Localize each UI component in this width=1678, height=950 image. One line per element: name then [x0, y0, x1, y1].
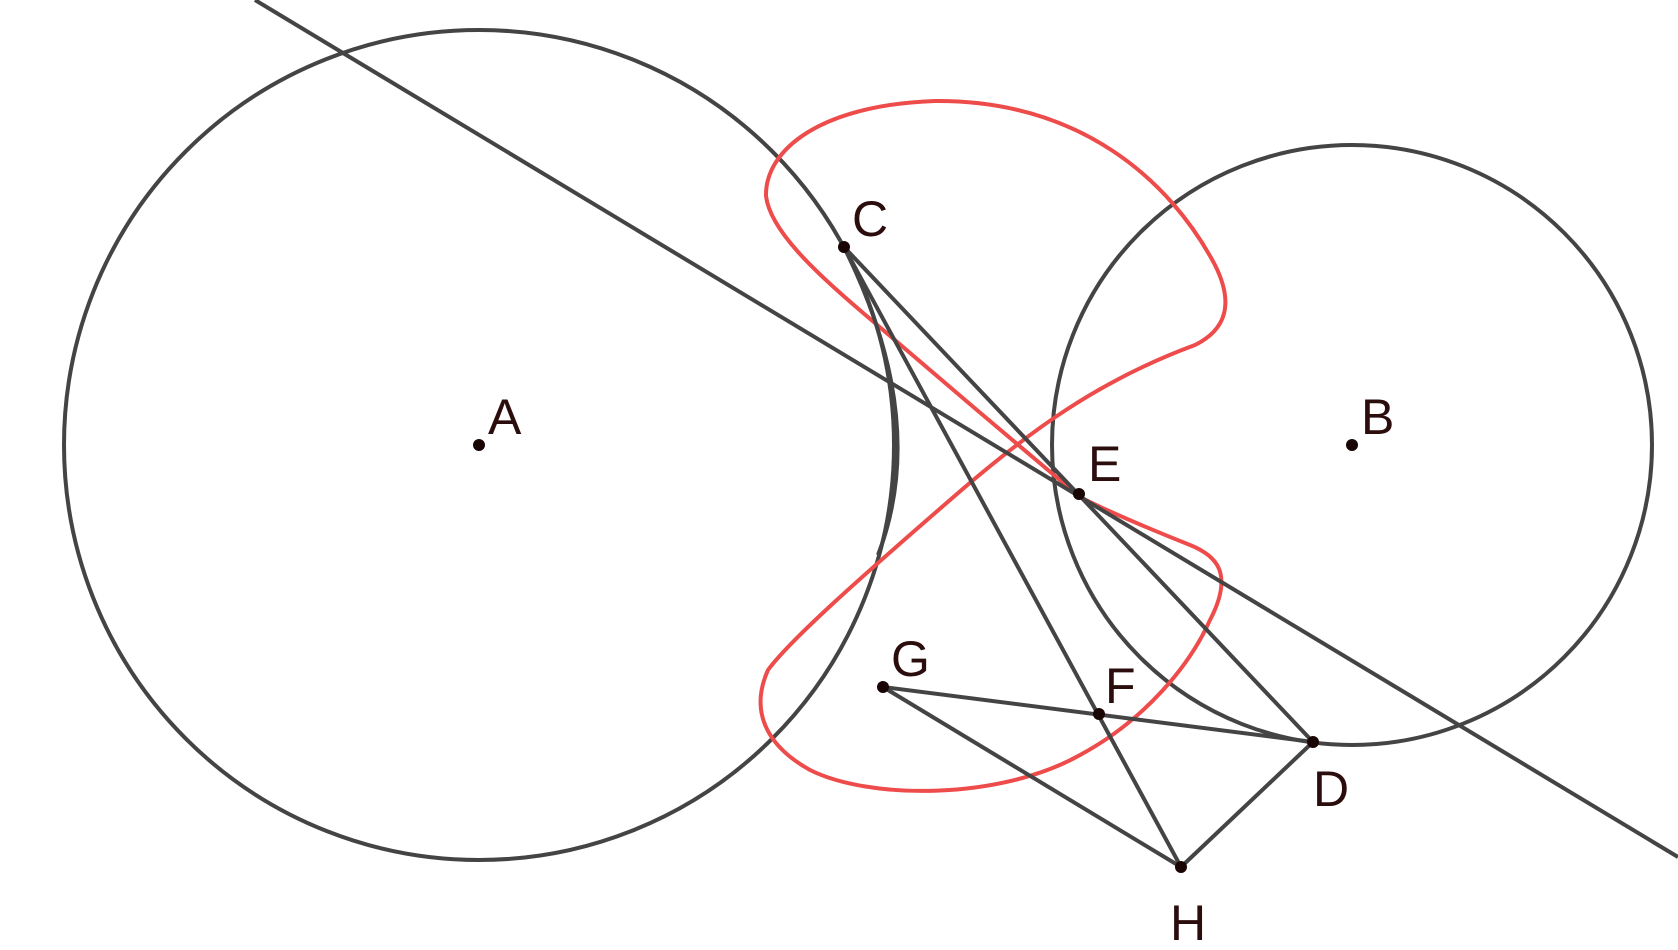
segment-h-d: [1179, 740, 1315, 869]
point-c[interactable]: [838, 241, 850, 253]
label-e: E: [1088, 436, 1121, 492]
label-a: A: [488, 389, 522, 445]
label-h: H: [1170, 895, 1206, 950]
point-g[interactable]: [877, 681, 889, 693]
point-h[interactable]: [1175, 861, 1187, 873]
red-curve: [758, 98, 1228, 793]
circle-b: [1050, 143, 1654, 747]
circle-a: [62, 28, 896, 862]
point-b[interactable]: [1346, 439, 1358, 451]
label-d: D: [1313, 761, 1349, 817]
label-b: B: [1361, 389, 1394, 445]
arc-c-inner: [842, 246, 900, 556]
label-g: G: [891, 631, 930, 687]
label-c: C: [852, 191, 888, 247]
segment-c-h: [842, 246, 1183, 868]
segment-g-h: [881, 685, 1183, 869]
label-f: F: [1105, 658, 1136, 714]
point-e[interactable]: [1073, 488, 1085, 500]
point-d[interactable]: [1307, 736, 1319, 748]
point-f[interactable]: [1093, 708, 1105, 720]
secant-line: [253, 0, 1678, 859]
point-a[interactable]: [473, 439, 485, 451]
